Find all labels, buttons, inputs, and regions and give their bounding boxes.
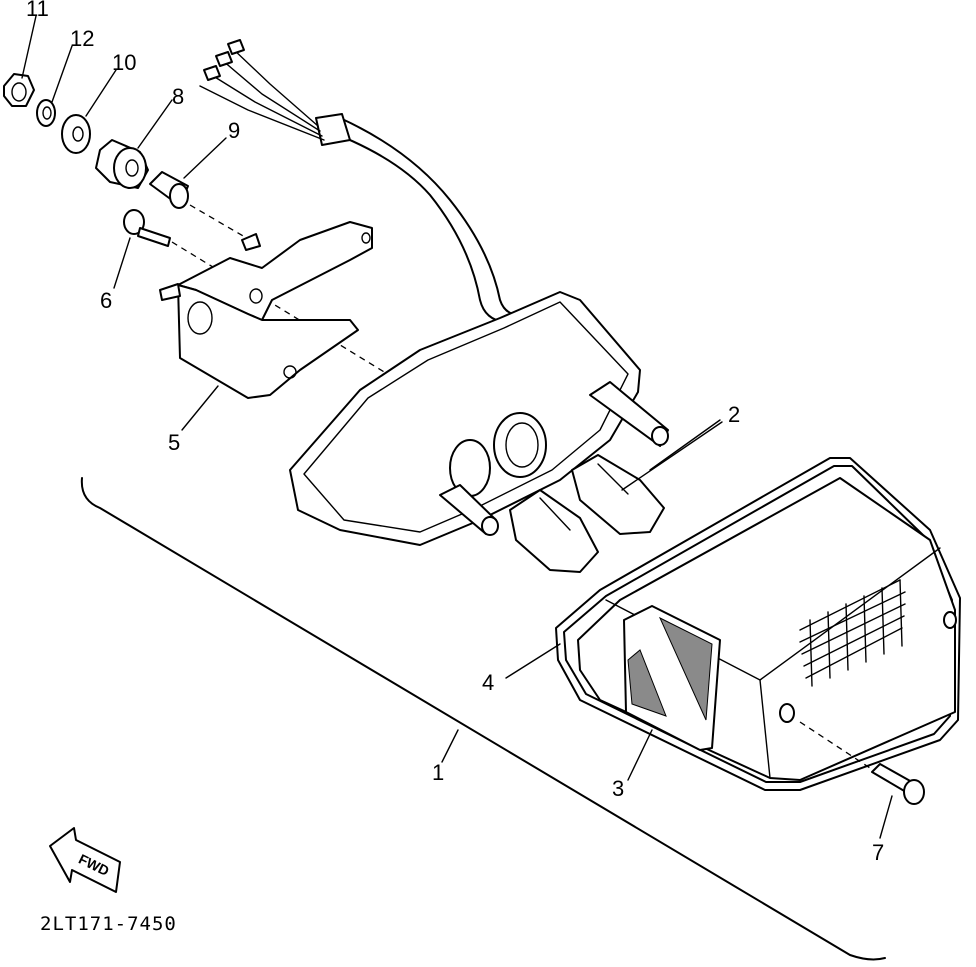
tail-light-housing [289,291,669,546]
callout-5: 5 [168,430,180,455]
callout-9: 9 [228,118,240,143]
callout-10: 10 [112,50,136,75]
callout-11: 11 [26,0,49,21]
screw-part-7 [871,763,925,805]
grommet-part-8 [95,139,149,189]
gasket-part-4 [555,457,961,791]
part-code: 2LT171-7450 [40,913,177,935]
dashed-guide-7 [799,721,871,769]
collar-part-9 [149,171,189,209]
washer-part-10 [61,114,91,154]
assembly-bracket-line [80,477,886,961]
leader-lines [21,15,893,839]
callout-3: 3 [612,776,624,801]
bulb-part-2-right [571,454,665,535]
fwd-direction-arrow-icon: FWD [49,827,121,893]
callout-1: 1 [432,760,444,785]
callout-12: 12 [70,26,94,51]
lens-part-3 [577,477,957,781]
callout-2: 2 [728,402,740,427]
dashed-guide-9 [189,204,251,241]
washer-part-12 [36,99,56,127]
callout-7: 7 [872,840,884,865]
wiring-harness [199,39,521,323]
nut-part-11 [3,73,35,107]
bulb-part-2-left [509,489,599,573]
callout-6: 6 [100,288,112,313]
lens-honeycomb-pattern [799,579,906,687]
bracket-part-5 [159,221,373,399]
callout-4: 4 [482,670,494,695]
screw-part-6 [123,209,171,247]
callout-8: 8 [172,84,184,109]
